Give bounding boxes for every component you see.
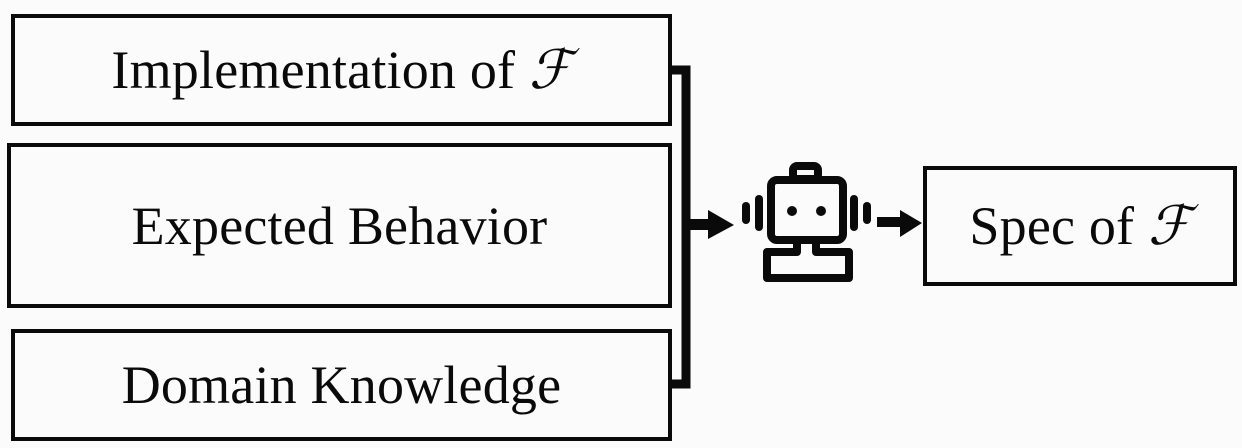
robot-eye-right [816,206,826,216]
arrow-head [900,210,922,237]
expected-behavior-text: Expected Behavior [131,195,548,256]
input-box-expected-behavior: Expected Behavior [7,143,672,308]
arrow-to-agent [686,210,734,239]
arrow-to-spec [877,210,922,237]
domain-knowledge-text: Domain Knowledge [121,355,562,415]
input-box-domain-knowledge: Domain Knowledge [11,329,672,441]
output-box-spec: Spec of ℱ [923,166,1237,286]
function-symbol: ℱ [1147,194,1191,257]
spec-text: Spec of [969,196,1135,256]
input-box-implementation: Implementation of ℱ [11,14,672,126]
bracket-line [672,65,691,389]
arrow-shaft [686,219,710,230]
arrow-shaft [877,217,903,227]
implementation-text: Implementation of [111,40,516,100]
input-label-implementation: Implementation of ℱ [111,40,571,100]
function-symbol: ℱ [528,38,572,101]
arrow-head [708,210,734,239]
merge-bracket [672,65,691,389]
output-label: Spec of ℱ [969,196,1190,256]
robot-icon [742,162,871,282]
robot-eye-left [787,206,797,216]
robot-base [763,236,853,282]
robot-head [767,176,847,244]
